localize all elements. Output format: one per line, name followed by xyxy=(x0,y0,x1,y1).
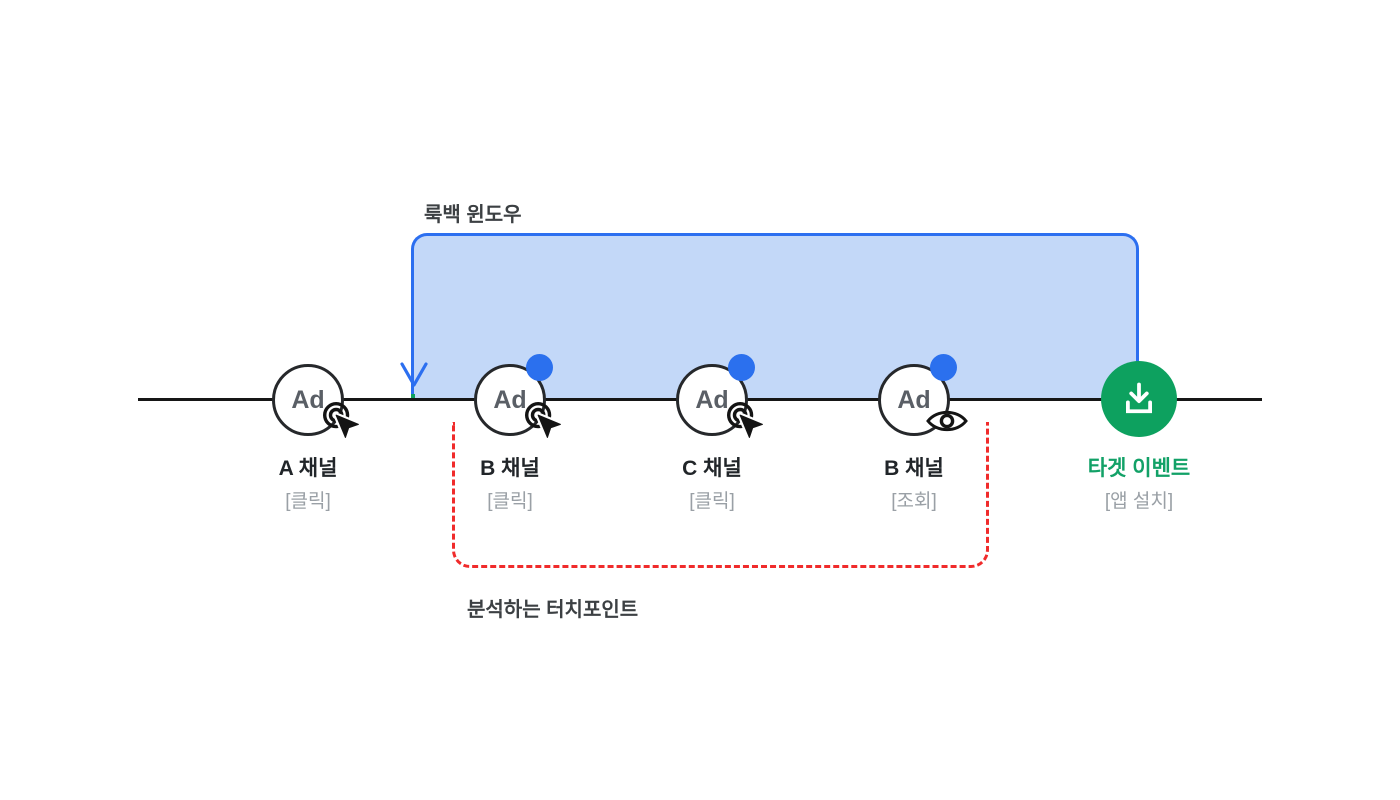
click-icon xyxy=(525,402,564,441)
node-b2-label: B 채널 xyxy=(884,457,944,480)
node-target-event xyxy=(1101,361,1177,437)
lookback-marker-dot xyxy=(728,354,755,381)
analyzed-touchpoints-label: 분석하는 터치포인트 xyxy=(467,599,639,621)
analyzed-touchpoints-bracket xyxy=(452,422,989,568)
eye-icon xyxy=(926,410,968,432)
target-event-sublabel: [앱 설치] xyxy=(1104,491,1174,512)
node-b1-sublabel: [클릭] xyxy=(487,491,533,512)
lookback-marker-dot xyxy=(930,354,957,381)
node-c-sublabel: [클릭] xyxy=(689,491,735,512)
node-a-sublabel: [클릭] xyxy=(285,491,331,512)
click-icon xyxy=(323,402,362,441)
ad-badge-text: Ad xyxy=(897,385,931,414)
node-b1-label: B 채널 xyxy=(480,457,540,480)
node-b-channel-1: Ad xyxy=(474,364,546,436)
ad-badge-text: Ad xyxy=(695,385,729,414)
arrow-down-icon xyxy=(400,362,428,387)
lookback-window-label: 룩백 윈도우 xyxy=(424,204,522,226)
node-a-label: A 채널 xyxy=(278,457,338,480)
target-event-label: 타겟 이벤트 xyxy=(1087,457,1191,480)
click-icon xyxy=(727,402,766,441)
timeline-tick xyxy=(411,394,415,398)
ad-badge-text: Ad xyxy=(291,385,325,414)
node-c-label: C 채널 xyxy=(682,457,742,480)
ad-badge-text: Ad xyxy=(493,385,527,414)
lookback-marker-dot xyxy=(526,354,553,381)
node-b2-sublabel: [조회] xyxy=(891,491,937,512)
download-icon xyxy=(1126,382,1152,414)
